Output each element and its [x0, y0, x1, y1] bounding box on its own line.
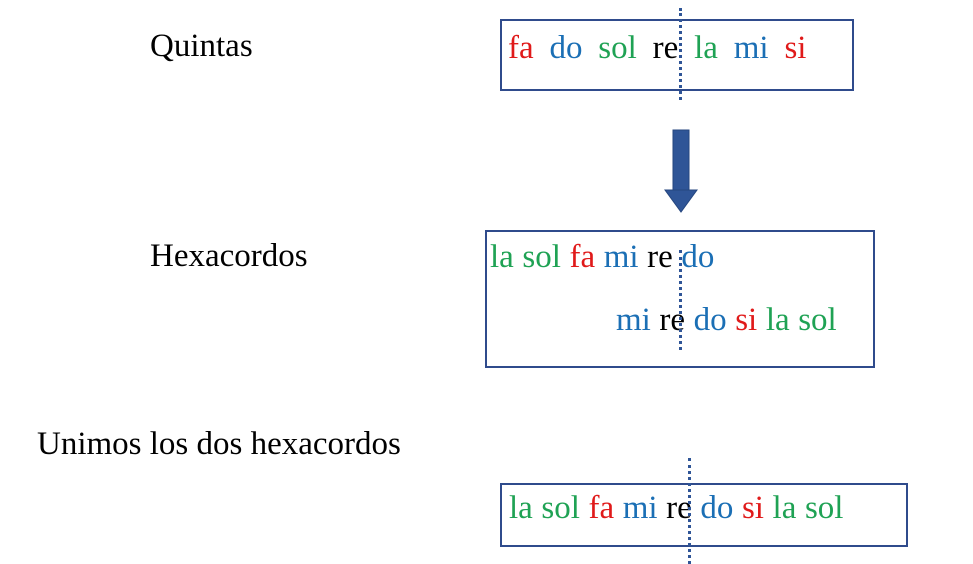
- arrow-head: [664, 189, 698, 213]
- note-do: do: [693, 302, 727, 338]
- center-dotted-line-union: [688, 458, 691, 564]
- note-sol: sol: [798, 302, 837, 338]
- note-la: la: [509, 490, 533, 526]
- center-dotted-line-quintas: [679, 8, 682, 100]
- union-box: [500, 483, 908, 547]
- note-do: do: [549, 30, 583, 66]
- note-do: do: [700, 490, 734, 526]
- note-fa: fa: [588, 490, 615, 526]
- note-sol: sol: [541, 490, 580, 526]
- label-quintas: Quintas: [150, 28, 253, 64]
- arrow-shaft: [672, 129, 690, 193]
- note-re: re: [647, 239, 673, 275]
- note-la: la: [490, 239, 514, 275]
- note-sol: sol: [522, 239, 561, 275]
- note-fa: fa: [569, 239, 596, 275]
- note-la: la: [694, 30, 718, 66]
- note-mi: mi: [733, 30, 769, 66]
- hexacordos-box: [485, 230, 875, 368]
- note-mi: mi: [603, 239, 639, 275]
- note-do: do: [681, 239, 715, 275]
- note-mi: mi: [622, 490, 658, 526]
- note-si: si: [735, 302, 758, 338]
- note-si: si: [784, 30, 807, 66]
- label-hexacordos: Hexacordos: [150, 238, 308, 274]
- note-si: si: [741, 490, 764, 526]
- note-re: re: [652, 30, 679, 66]
- center-dotted-line-hexacordos: [679, 250, 682, 350]
- note-sol: sol: [804, 490, 844, 526]
- note-la: la: [772, 490, 797, 526]
- note-sol: sol: [598, 30, 637, 66]
- note-mi: mi: [616, 302, 651, 338]
- note-fa: fa: [508, 30, 534, 66]
- quintas-box: [500, 19, 854, 91]
- note-re: re: [666, 490, 692, 526]
- label-unimos: Unimos los dos hexacordos: [37, 426, 401, 462]
- note-la: la: [765, 302, 790, 338]
- down-arrow-icon: [664, 129, 698, 213]
